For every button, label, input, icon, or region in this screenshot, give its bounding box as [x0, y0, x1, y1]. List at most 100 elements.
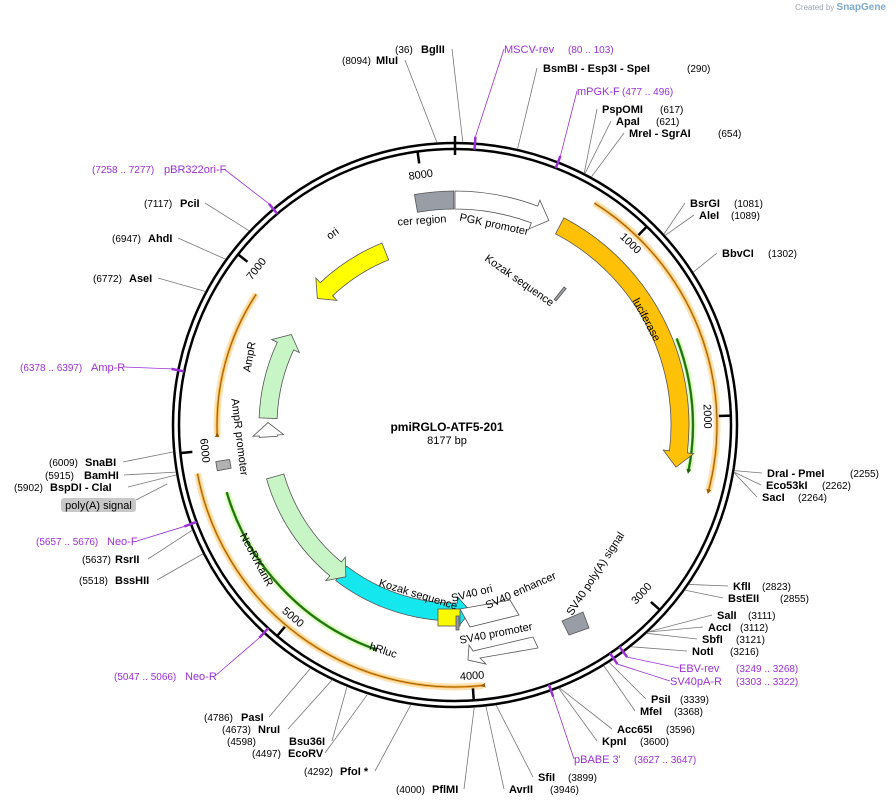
site-name[interactable]: MluI [376, 55, 398, 67]
sv40-enhancer-label: SV40 enhancer [484, 570, 558, 612]
site-name[interactable]: BbvCI [722, 248, 754, 260]
site-leader [324, 693, 368, 754]
neor-kanr-feature[interactable] [266, 473, 347, 582]
site-leader [495, 704, 534, 778]
site-name[interactable]: SnaBI [85, 457, 116, 469]
ampr-label: AmpR [241, 341, 258, 373]
site-position: (621) [656, 117, 679, 128]
primer-mark [618, 645, 629, 658]
cer-region-feature[interactable] [413, 190, 455, 213]
primer-name[interactable]: Amp-R [91, 362, 125, 374]
site-name[interactable]: DraI - PmeI [767, 468, 824, 480]
site-name[interactable]: ApaI [616, 116, 640, 128]
tick-label: 4000 [459, 670, 484, 684]
site-name[interactable]: PciI [180, 198, 200, 210]
site-leader [648, 614, 713, 633]
primer-name[interactable]: EBV-rev [679, 663, 720, 675]
primer-name[interactable]: SV40pA-R [670, 676, 722, 688]
site-name[interactable]: Bsu36I [289, 736, 325, 748]
site-name[interactable]: PasI [241, 712, 264, 724]
primer-mark [547, 684, 555, 698]
site-position: (3339) [680, 695, 709, 706]
kozak-sequence-2-feature[interactable] [455, 615, 460, 631]
primer-name[interactable]: pBABE 3' [574, 754, 621, 766]
kozak-sequence-feature[interactable] [553, 286, 567, 302]
site-name[interactable]: AseI [129, 273, 152, 285]
site-name[interactable]: KflI [733, 581, 751, 593]
site-leader [692, 252, 718, 273]
ampr-promoter-feature[interactable] [251, 421, 285, 438]
site-name[interactable]: PfoI * [340, 766, 369, 778]
hrluc-feature[interactable] [335, 565, 472, 629]
sv40-promoter-feature[interactable] [467, 636, 539, 665]
site-leader [287, 679, 333, 730]
site-position: (1302) [768, 249, 797, 260]
site-leader [688, 584, 729, 587]
site-name[interactable]: PsiI [651, 694, 671, 706]
primer-mark [473, 136, 477, 150]
ori-label: ori [324, 225, 341, 242]
site-name[interactable]: AccI [708, 622, 731, 634]
polya-signal-feature[interactable] [215, 459, 232, 472]
site-name[interactable]: BspDI - ClaI [50, 482, 112, 494]
site-leader [374, 704, 412, 772]
site-position: (8094) [342, 56, 371, 67]
site-name[interactable]: AhdI [148, 233, 172, 245]
orf-core [676, 338, 694, 474]
site-position: (2264) [798, 493, 827, 504]
primer-range: (5657 .. 5676) [36, 537, 98, 548]
polya-signal-label: poly(A) signal [65, 500, 132, 512]
pgk-promoter-feature[interactable] [454, 190, 550, 230]
site-position: (3946) [550, 785, 579, 796]
site-name[interactable]: BsrGI [690, 198, 720, 210]
site-leader [451, 48, 464, 143]
site-leader [734, 470, 763, 474]
ori-feature[interactable] [315, 242, 390, 301]
site-name[interactable]: MreI - SgrAI [629, 128, 691, 140]
site-name[interactable]: MfeI [640, 706, 662, 718]
site-name[interactable]: BstEII [728, 593, 759, 605]
site-name[interactable]: Acc65I [617, 724, 652, 736]
site-name[interactable]: SfiI [538, 772, 555, 784]
tick-mark [650, 600, 661, 611]
site-name[interactable]: BssHII [115, 575, 149, 587]
site-leader [177, 237, 226, 260]
site-position: (3112) [740, 623, 768, 634]
sv40-enhancer-feature[interactable] [459, 599, 520, 628]
site-name[interactable]: SacI [762, 492, 785, 504]
tick-mark [180, 450, 193, 455]
ampr-feature[interactable] [258, 334, 301, 419]
site-name[interactable]: BamHI [84, 470, 119, 482]
primer-name[interactable]: MSCV-rev [504, 44, 555, 56]
site-name[interactable]: BsmBI - Esp3I - SpeI [543, 63, 650, 75]
sv40-ori-feature[interactable] [437, 608, 461, 627]
primer-name[interactable]: pBR322ori-F [164, 164, 227, 176]
site-leader [584, 120, 612, 174]
site-leader [404, 59, 438, 143]
site-name[interactable]: BglII [421, 44, 445, 56]
site-name[interactable]: AleI [699, 210, 719, 222]
site-leader [331, 686, 348, 742]
site-name[interactable]: RsrII [115, 554, 139, 566]
site-leader [647, 626, 704, 633]
orf-core [226, 492, 378, 652]
site-name[interactable]: KpnI [602, 736, 626, 748]
site-leader [559, 687, 613, 730]
primer-name[interactable]: mPGK-F [577, 86, 620, 98]
primer-range: (80 .. 103) [568, 45, 614, 56]
site-name[interactable]: PflMI [432, 784, 458, 796]
sv40-polya-feature[interactable] [561, 611, 590, 636]
site-name[interactable]: NotI [692, 646, 713, 658]
site-position: (5518) [79, 576, 108, 587]
site-name[interactable]: SbfI [702, 634, 723, 646]
site-name[interactable]: Eco53kI [766, 480, 808, 492]
site-name[interactable]: PspOMI [602, 104, 643, 116]
site-position: (3216) [730, 647, 759, 658]
site-name[interactable]: AvrII [509, 784, 533, 796]
site-name[interactable]: EcoRV [288, 748, 324, 760]
site-name[interactable]: SalI [717, 610, 737, 622]
site-name[interactable]: NruI [258, 724, 280, 736]
primer-name[interactable]: Neo-R [185, 671, 217, 683]
luciferase-feature[interactable] [554, 217, 695, 468]
primer-name[interactable]: Neo-F [107, 536, 138, 548]
